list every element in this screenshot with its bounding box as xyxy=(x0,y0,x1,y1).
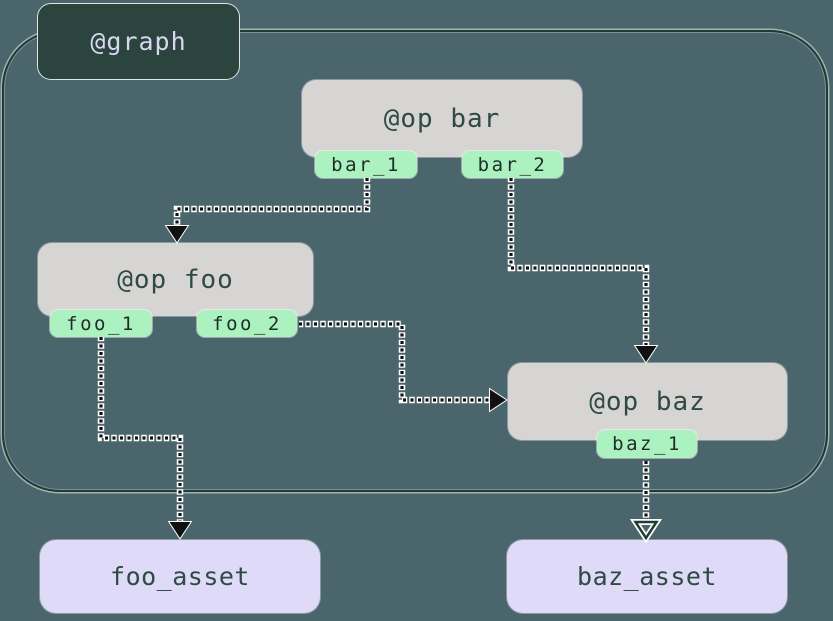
graph-label-chip: @graph xyxy=(37,3,240,80)
output-tag-bar-1: bar_1 xyxy=(315,151,417,178)
output-tag-foo-1: foo_1 xyxy=(50,310,152,337)
arrowhead-down-open-icon xyxy=(633,520,659,541)
graph-container-outline xyxy=(2,30,828,492)
arrowhead-down-icon xyxy=(167,521,193,540)
asset-foo-label: foo_asset xyxy=(110,562,250,591)
op-baz-label: @op baz xyxy=(589,386,706,417)
op-node-bar: @op bar bar_1 bar_2 xyxy=(302,80,582,178)
output-tag-foo-2: foo_2 xyxy=(197,310,297,337)
op-node-foo: @op foo foo_1 foo_2 xyxy=(38,243,313,337)
op-bar-label: @op bar xyxy=(383,103,501,134)
asset-node-baz: baz_asset xyxy=(507,540,787,613)
op-node-baz: @op baz baz_1 xyxy=(508,363,787,458)
op-foo-label: @op foo xyxy=(117,264,234,295)
graph-label-text: @graph xyxy=(90,27,187,56)
output-tag-baz-1: baz_1 xyxy=(597,430,697,458)
output-tag-bar-2: bar_2 xyxy=(462,151,563,178)
asset-baz-label: baz_asset xyxy=(577,562,717,591)
asset-node-foo: foo_asset xyxy=(40,540,320,613)
